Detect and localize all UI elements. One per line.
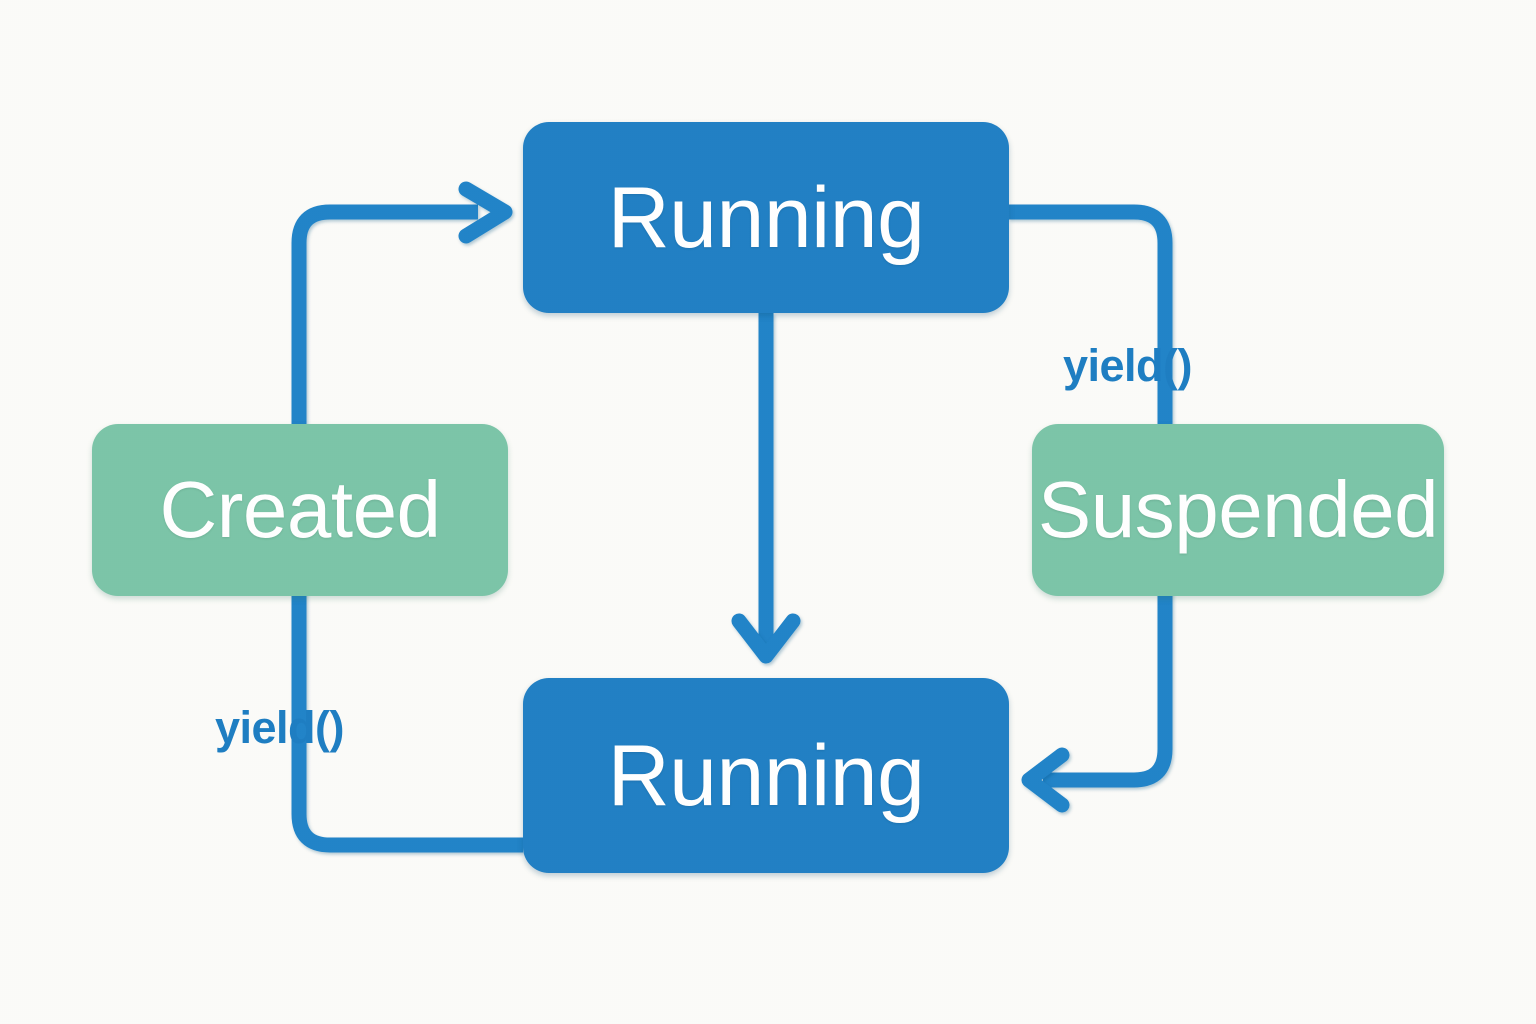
state-node-running-bottom-label: Running [607, 727, 925, 824]
arrowhead-right-icon [458, 181, 513, 244]
edge-label-yield-right-text: yield() [1063, 340, 1193, 391]
arrowhead-left-icon [1021, 747, 1070, 813]
edge-label-yield-left: yield() [215, 702, 345, 754]
arrowhead-down-icon [731, 613, 801, 664]
state-node-running-top[interactable]: Running [523, 122, 1009, 313]
state-node-running-top-label: Running [607, 169, 925, 266]
state-node-suspended-label: Suspended [1037, 465, 1439, 554]
edge-created-to-running-top-path [291, 204, 478, 470]
state-node-suspended[interactable]: Suspended [1032, 424, 1444, 596]
edge-label-yield-right: yield() [1063, 340, 1193, 392]
state-node-running-bottom[interactable]: Running [523, 678, 1009, 873]
edge-suspended-to-running-bottom-path [1043, 552, 1173, 788]
edge-label-yield-left-text: yield() [215, 702, 345, 753]
edge-running-top-to-suspended-path [1008, 204, 1173, 470]
edge-running-bottom-to-created-path [291, 552, 523, 853]
state-node-created[interactable]: Created [92, 424, 508, 596]
state-node-created-label: Created [159, 465, 441, 554]
